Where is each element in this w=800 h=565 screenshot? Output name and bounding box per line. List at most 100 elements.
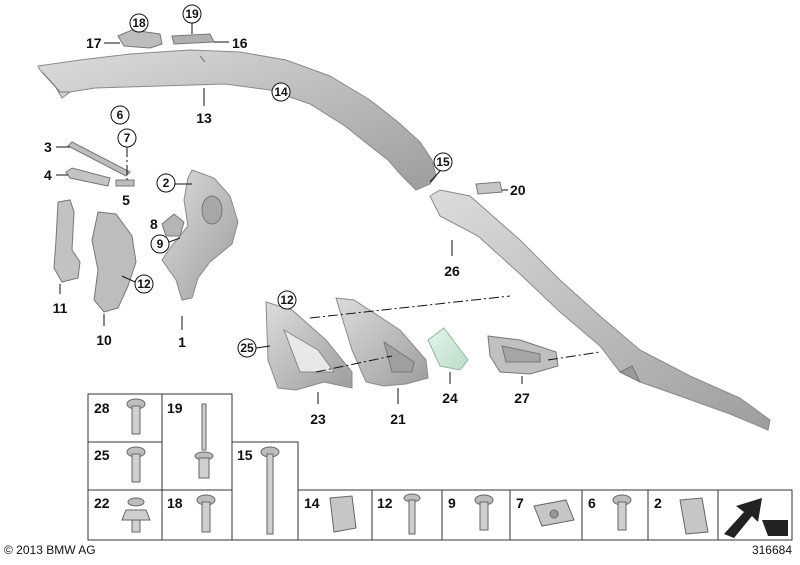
grid-label-14: 14: [304, 495, 320, 511]
callout-2-label: 2: [163, 176, 170, 190]
callout-4-label: 4: [44, 167, 52, 183]
callout-8: 8: [150, 216, 158, 232]
part-3-rod: [67, 141, 131, 177]
callout-16: 16: [214, 35, 248, 51]
callout-17-label: 17: [86, 35, 102, 51]
grid-label-7: 7: [516, 495, 524, 511]
callout-27: 27: [514, 376, 530, 406]
fastener-14-clip: [329, 495, 357, 533]
callout-23-label: 23: [310, 411, 326, 427]
callout-21: 21: [390, 388, 406, 427]
fastener-grid: 28 25 22 19 18 15 14 12 9 7 6 2: [87, 393, 793, 541]
callout-14-label: 14: [274, 85, 288, 99]
callout-3: 3: [44, 139, 70, 155]
fastener-22-clip: [121, 497, 151, 533]
cell-28: [87, 393, 163, 443]
diagram-number: 316684: [752, 543, 792, 557]
callout-5-label: 5: [122, 192, 130, 208]
grid-label-19: 19: [167, 400, 183, 416]
callout-5: 5: [122, 192, 130, 208]
callout-20-label: 20: [510, 182, 526, 198]
callout-23: 23: [310, 392, 326, 427]
callout-18-label: 18: [132, 16, 146, 30]
fastener-18-screw: [196, 494, 216, 533]
callout-27-label: 27: [514, 390, 530, 406]
part-27-handle: [487, 335, 559, 375]
alignment-line-mid: [315, 355, 393, 373]
callout-10-label: 10: [96, 332, 112, 348]
callout-26-label: 26: [444, 263, 460, 279]
fastener-2-clip: [679, 497, 709, 535]
part-4-rod: [65, 167, 111, 187]
callout-4: 4: [44, 167, 68, 183]
callout-1-label: 1: [178, 334, 186, 350]
callout-17: 17: [86, 35, 120, 51]
part-1-trim: [161, 169, 239, 301]
callout-24: 24: [442, 372, 458, 406]
part-5-clip: [115, 179, 135, 187]
callout-12-center: 12: [277, 290, 297, 310]
callout-16-label: 16: [232, 35, 248, 51]
fastener-19-rivet: [194, 403, 214, 479]
grid-label-18: 18: [167, 495, 183, 511]
alignment-line-upper: [309, 295, 511, 319]
part-26-trim: [429, 189, 771, 431]
callout-15-label: 15: [436, 155, 450, 169]
callout-7: 7: [117, 128, 137, 180]
callout-12-left: 12: [121, 274, 154, 294]
part-17-bracket: [117, 29, 163, 49]
callout-12-left-label: 12: [137, 277, 151, 291]
callout-10: 10: [96, 314, 112, 348]
part-24-glass: [427, 327, 469, 371]
fastener-15-bolt: [260, 446, 280, 535]
callout-21-label: 21: [390, 411, 406, 427]
callout-13: 13: [196, 88, 212, 126]
callout-9: 9: [150, 234, 181, 254]
grid-label-12: 12: [377, 495, 393, 511]
copyright: © 2013 BMW AG: [4, 543, 96, 557]
callout-13-label: 13: [196, 110, 212, 126]
callout-14: 14: [271, 82, 291, 102]
callout-9-label: 9: [157, 237, 164, 251]
cell-15: [231, 441, 299, 541]
fastener-28-screw: [126, 398, 146, 435]
grid-label-15: 15: [237, 447, 253, 463]
fastener-12-screw: [403, 493, 421, 535]
callout-3-label: 3: [44, 139, 52, 155]
alignment-line-right: [547, 351, 601, 361]
part-16-clip: [171, 33, 215, 45]
callout-18: 18: [129, 13, 149, 33]
grid-label-28: 28: [94, 400, 110, 416]
grid-label-6: 6: [588, 495, 596, 511]
arrow-symbol-icon: [724, 498, 788, 538]
callout-12-center-label: 12: [280, 293, 294, 307]
callout-20: 20: [502, 182, 526, 198]
callout-19-label: 19: [185, 7, 199, 21]
callout-6: 6: [110, 105, 130, 125]
callout-15: 15: [429, 152, 453, 183]
grid-label-22: 22: [94, 495, 110, 511]
callout-26: 26: [444, 240, 460, 279]
callout-2: 2: [156, 173, 192, 193]
part-8-cover: [161, 213, 185, 237]
part-11-bracket: [53, 199, 81, 283]
callout-25-label: 25: [240, 341, 254, 355]
fastener-6-screw: [612, 494, 632, 531]
part-13-trim: [37, 49, 437, 191]
callout-25: 25: [237, 338, 271, 358]
callout-11-label: 11: [53, 300, 68, 316]
callout-19: 19: [182, 4, 202, 34]
grid-label-2: 2: [654, 495, 662, 511]
part-21-triangle-trim: [335, 297, 429, 387]
fastener-25-screw: [126, 446, 146, 483]
callout-24-label: 24: [442, 390, 458, 406]
part-23-triangle-trim: [265, 301, 353, 391]
callout-8-label: 8: [150, 216, 158, 232]
part-20-clip: [475, 181, 503, 195]
cell-25: [87, 441, 163, 491]
cell-19: [161, 393, 233, 491]
grid-label-25: 25: [94, 447, 110, 463]
callout-7-label: 7: [124, 131, 131, 145]
